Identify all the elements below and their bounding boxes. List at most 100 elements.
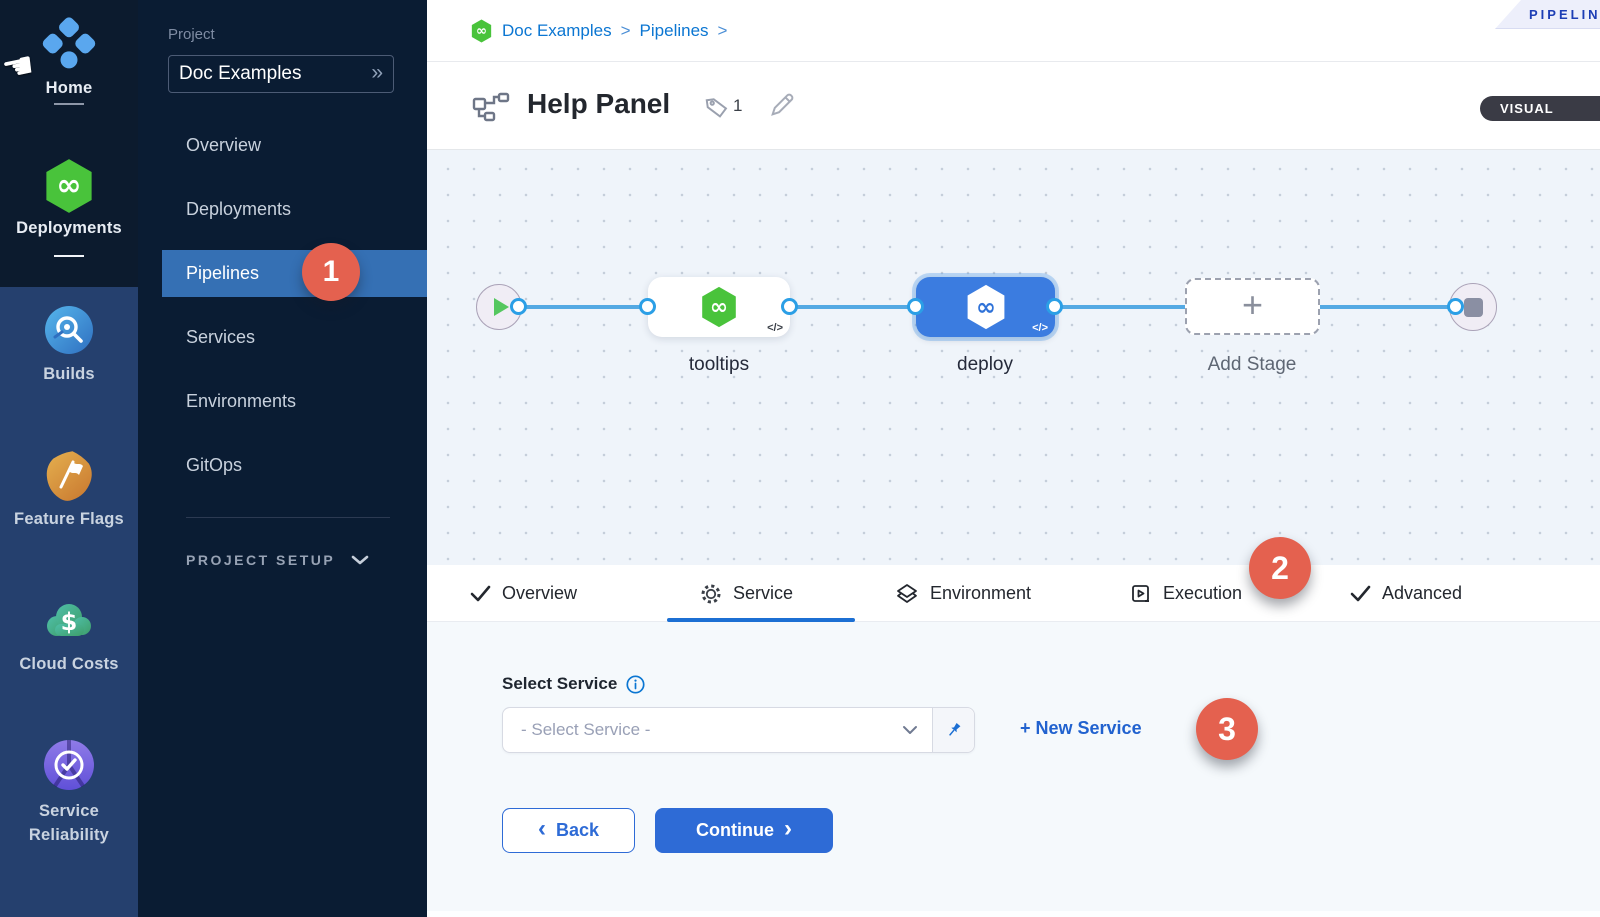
breadcrumb-link-pipelines[interactable]: Pipelines bbox=[639, 21, 709, 40]
svg-text:∞: ∞ bbox=[476, 24, 487, 39]
tag-icon[interactable] bbox=[704, 94, 730, 120]
feature-flags-icon bbox=[43, 449, 95, 505]
sidebar-item-label: Environments bbox=[186, 391, 297, 411]
breadcrumb-link-project[interactable]: Doc Examples bbox=[502, 21, 612, 40]
main-area: ∞ Doc Examples > Pipelines > PIPELIN Hel… bbox=[427, 0, 1600, 917]
project-setup-label: PROJECT SETUP bbox=[186, 552, 336, 568]
service-reliability-icon bbox=[42, 738, 96, 794]
connector-port bbox=[907, 298, 924, 315]
visual-yaml-toggle[interactable]: VISUAL bbox=[1480, 96, 1600, 121]
pipeline-canvas[interactable]: ∞ </> tooltips ∞ </> deploy + Add Stage bbox=[427, 150, 1600, 565]
chevron-left-icon: ‹ bbox=[537, 815, 546, 842]
tab-overview[interactable]: Overview bbox=[470, 565, 577, 622]
stage-deploy[interactable]: ∞ </> bbox=[916, 277, 1055, 337]
connector-port bbox=[781, 298, 798, 315]
code-chip: </> bbox=[1032, 322, 1048, 334]
annotation-badge-1: 1 bbox=[302, 243, 360, 301]
stage-label-tooltips: tooltips bbox=[688, 354, 750, 375]
module-cloud-costs[interactable]: $ Cloud Costs bbox=[0, 594, 138, 674]
info-icon[interactable] bbox=[626, 674, 645, 694]
module-service-reliability[interactable]: Service Reliability bbox=[0, 738, 138, 847]
pipeline-flowchart-icon bbox=[472, 91, 510, 123]
connector-port bbox=[1046, 298, 1063, 315]
annotation-badge-2: 2 bbox=[1249, 537, 1311, 599]
home-underline bbox=[54, 103, 84, 105]
stage-tooltips[interactable]: ∞ </> bbox=[648, 277, 790, 337]
sidebar-item-environments[interactable]: Environments bbox=[162, 378, 427, 425]
sidebar-item-label: Services bbox=[186, 327, 256, 347]
pipeline-studio-ribbon: PIPELIN bbox=[1495, 0, 1600, 29]
stop-icon bbox=[1463, 297, 1483, 317]
tab-execution[interactable]: Execution bbox=[1130, 565, 1242, 622]
select-service-label: Select Service bbox=[502, 674, 618, 693]
check-icon bbox=[1350, 585, 1371, 602]
sidebar-item-gitops[interactable]: GitOps bbox=[162, 442, 427, 489]
sidebar-item-label: GitOps bbox=[186, 455, 243, 475]
tab-label: Advanced bbox=[1382, 583, 1463, 603]
add-stage-label: Add Stage bbox=[1207, 354, 1297, 375]
sidebar-item-services[interactable]: Services bbox=[162, 314, 427, 361]
module-builds[interactable]: Builds bbox=[0, 304, 138, 384]
harness-green-icon: ∞ bbox=[470, 19, 493, 43]
breadcrumb-separator: > bbox=[620, 21, 631, 40]
harness-white-icon: ∞ bbox=[967, 284, 1004, 330]
select-service-placeholder: - Select Service - bbox=[521, 720, 651, 739]
breadcrumb-bar: ∞ Doc Examples > Pipelines > PIPELIN bbox=[427, 0, 1600, 62]
sidebar-divider bbox=[186, 517, 390, 518]
tag-count: 1 bbox=[733, 96, 743, 115]
project-setup-toggle[interactable]: PROJECT SETUP bbox=[186, 552, 369, 568]
module-cloud-costs-label: Cloud Costs bbox=[19, 655, 119, 673]
plus-icon: + bbox=[1241, 283, 1264, 325]
pipeline-studio-label: PIPELIN bbox=[1529, 7, 1600, 22]
edit-pencil-icon[interactable] bbox=[768, 91, 796, 119]
sidebar-item-overview[interactable]: Overview bbox=[162, 122, 427, 169]
project-section-label: Project bbox=[168, 26, 215, 43]
svg-text:∞: ∞ bbox=[56, 168, 81, 203]
tab-environment[interactable]: Environment bbox=[895, 565, 1031, 622]
breadcrumb-separator: > bbox=[717, 21, 728, 40]
tab-label: Overview bbox=[502, 583, 578, 603]
gear-icon bbox=[701, 584, 721, 603]
chevron-down-icon bbox=[351, 554, 369, 566]
title-row: Help Panel 1 VISUAL bbox=[427, 62, 1600, 150]
sidebar-item-pipelines[interactable]: Pipelines bbox=[162, 250, 427, 297]
sidebar-item-label: Pipelines bbox=[186, 263, 260, 283]
bottom-strip bbox=[427, 911, 1600, 917]
harness-green-icon: ∞ bbox=[702, 286, 736, 328]
project-rail: Project Doc Examples » Overview Deployme… bbox=[138, 0, 427, 917]
select-service-dropdown[interactable]: - Select Service - bbox=[502, 707, 975, 753]
pin-button[interactable] bbox=[932, 708, 974, 752]
new-service-link[interactable]: + New Service bbox=[1020, 718, 1142, 738]
svg-text:∞: ∞ bbox=[976, 293, 996, 321]
module-feature-flags[interactable]: Feature Flags bbox=[0, 449, 138, 529]
tab-label: Service bbox=[733, 583, 794, 603]
connector-port bbox=[510, 298, 527, 315]
service-tab-panel: Select Service - Select Service - bbox=[427, 622, 1600, 911]
cloud-costs-icon: $ bbox=[42, 594, 96, 650]
project-selector[interactable]: Doc Examples » bbox=[168, 55, 394, 93]
continue-button[interactable]: Continue › bbox=[655, 808, 833, 853]
tab-label: Environment bbox=[930, 583, 1032, 603]
back-button[interactable]: ‹ Back bbox=[502, 808, 635, 853]
continue-button-label: Continue bbox=[696, 820, 774, 840]
add-stage-button[interactable]: + bbox=[1185, 278, 1320, 335]
back-button-label: Back bbox=[555, 820, 600, 840]
annotation-badge-3: 3 bbox=[1196, 698, 1258, 760]
tab-service[interactable]: Service bbox=[700, 565, 793, 622]
module-deployments[interactable]: ∞ Deployments bbox=[0, 158, 138, 238]
module-builds-label: Builds bbox=[43, 365, 95, 383]
module-deployments-label: Deployments bbox=[16, 219, 122, 237]
module-home-label: Home bbox=[45, 79, 93, 97]
connector-port bbox=[639, 298, 656, 315]
active-tab-underline bbox=[667, 618, 855, 622]
double-chevron-right-icon: » bbox=[371, 61, 383, 84]
connector-port bbox=[1447, 298, 1464, 315]
deployments-module-icon: ∞ bbox=[42, 158, 96, 214]
page-title: Help Panel bbox=[527, 88, 671, 119]
svg-text:$: $ bbox=[61, 608, 78, 636]
module-home[interactable]: Home bbox=[0, 16, 138, 98]
sidebar-item-deployments[interactable]: Deployments bbox=[162, 186, 427, 233]
module-feature-flags-label: Feature Flags bbox=[14, 510, 124, 528]
tab-advanced[interactable]: Advanced bbox=[1350, 565, 1462, 622]
play-icon bbox=[493, 298, 509, 316]
